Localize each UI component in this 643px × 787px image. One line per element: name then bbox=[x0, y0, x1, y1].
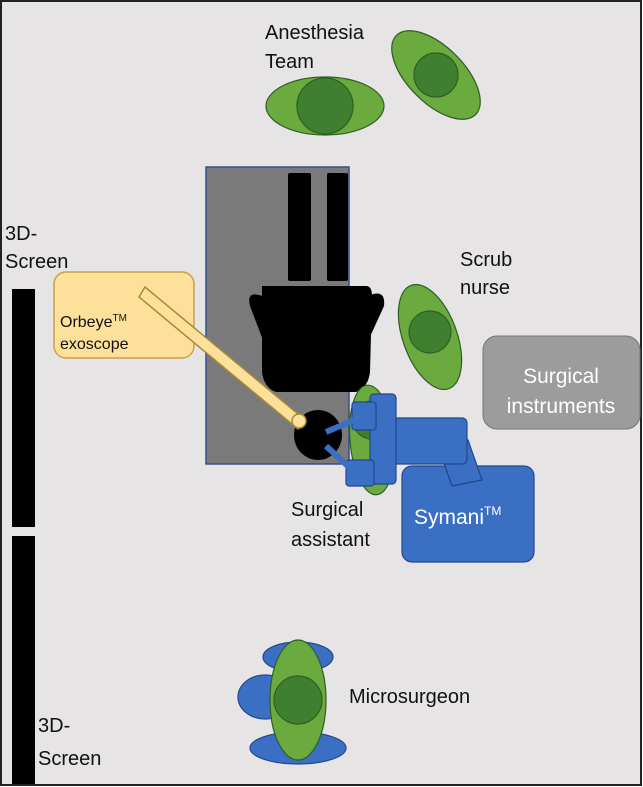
surgical-instruments-box bbox=[482, 335, 641, 430]
instruments-label-line2: instruments bbox=[507, 395, 616, 418]
anesthesia-person-1 bbox=[265, 76, 385, 136]
anesthesia-label-line2: Team bbox=[265, 51, 314, 73]
microsurgeon-label: Microsurgeon bbox=[349, 686, 470, 708]
patient-silhouette bbox=[249, 173, 385, 460]
symani-robot bbox=[323, 393, 535, 563]
screen-top-label-line1: 3D- bbox=[5, 223, 37, 245]
scrub-nurse-person bbox=[397, 283, 463, 391]
3d-screen-top bbox=[12, 289, 35, 527]
anesthesia-person-2 bbox=[391, 30, 481, 120]
symani-label-name: Symani bbox=[414, 506, 484, 529]
screen-bottom-label-line2: Screen bbox=[38, 748, 101, 770]
orbeye-label-line2: exoscope bbox=[60, 336, 129, 353]
screen-bottom-label-line1: 3D- bbox=[38, 715, 70, 737]
screen-top-label-line2: Screen bbox=[5, 251, 68, 273]
assistant-label-line1: Surgical bbox=[291, 499, 363, 521]
scrub-nurse-label-line1: Scrub bbox=[460, 249, 512, 271]
orbeye-label-tm: TM bbox=[112, 313, 126, 324]
symani-label: SymaniTM bbox=[414, 504, 501, 529]
anesthesia-label-line1: Anesthesia bbox=[265, 22, 365, 44]
symani-label-tm: TM bbox=[484, 504, 501, 518]
orbeye-label-name: Orbeye bbox=[60, 314, 113, 331]
instruments-label-line1: Surgical bbox=[523, 365, 599, 388]
exoscope-tip bbox=[291, 413, 307, 429]
orbeye-label-line1: OrbeyeTM bbox=[60, 313, 127, 331]
3d-screen-bottom bbox=[12, 536, 35, 784]
assistant-label-line2: assistant bbox=[291, 529, 370, 551]
orbeye-exoscope-box bbox=[53, 271, 195, 359]
microsurgeon-person bbox=[269, 639, 327, 761]
scrub-nurse-label-line2: nurse bbox=[460, 277, 510, 299]
